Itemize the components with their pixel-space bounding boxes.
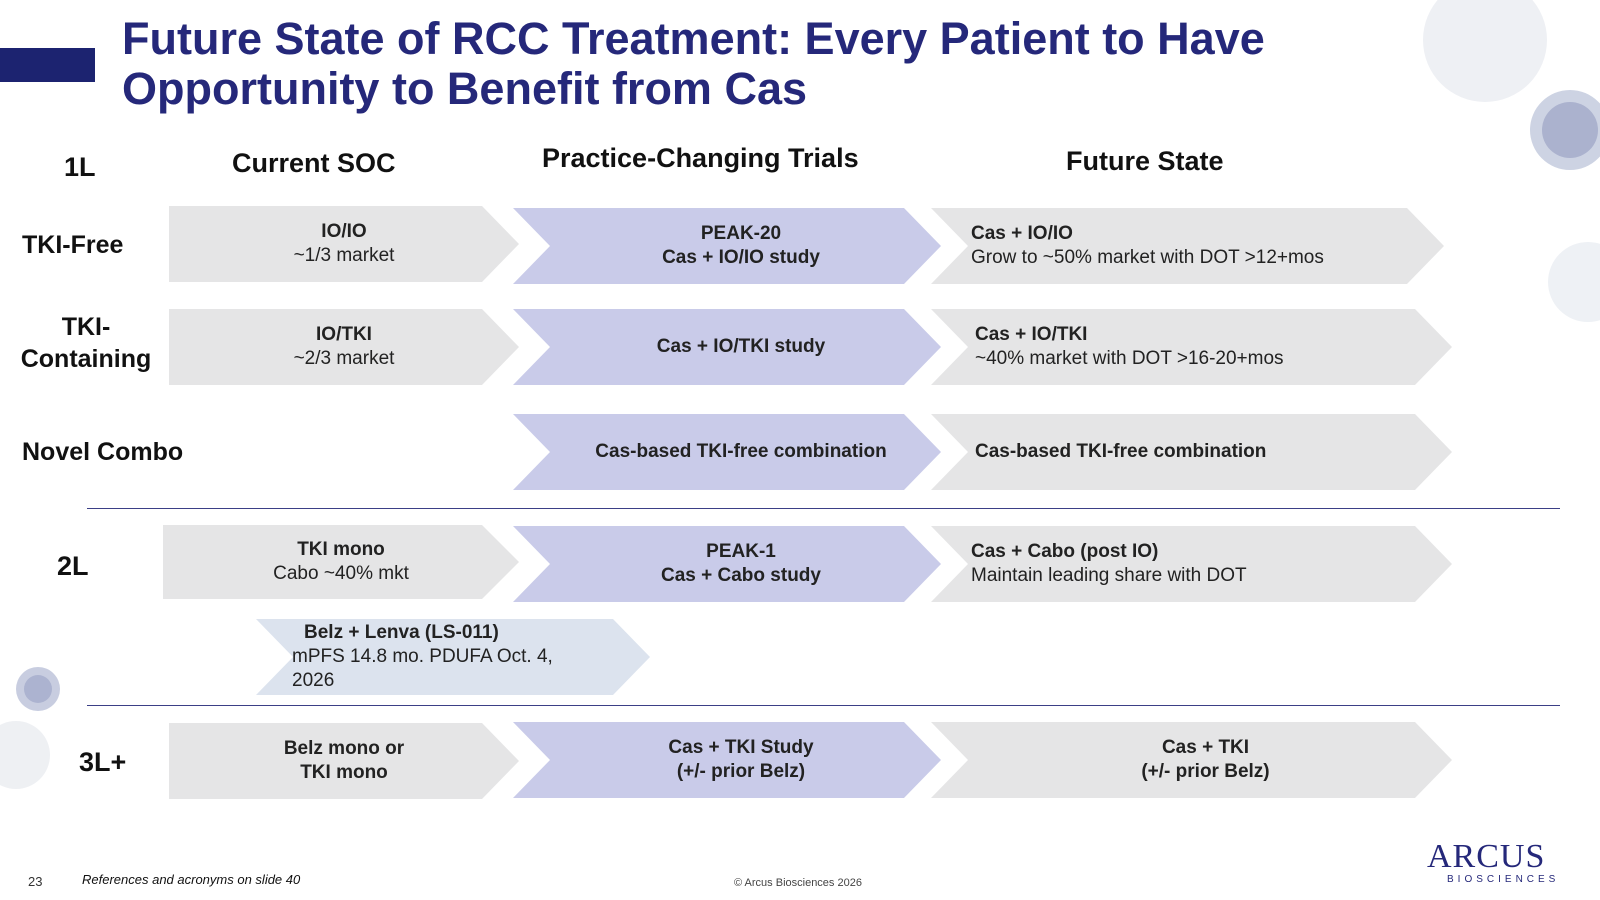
title-accent-bar <box>0 48 95 82</box>
row-label-3l-plus: 3L+ <box>79 747 127 777</box>
2l-trial-subtitle: Cas + Cabo study <box>661 565 821 586</box>
divider-1l-2l <box>87 508 1560 509</box>
novel-combo-trial-label: Cas-based TKI-free combination <box>595 441 887 462</box>
divider-2l-3l <box>87 705 1560 706</box>
3l-soc-line2: TKI mono <box>300 762 388 783</box>
row-label-novel-combo: Novel Combo <box>22 438 184 466</box>
3l-current-soc-arrow: Belz mono or TKI mono <box>169 723 519 799</box>
2l-belz-lenva-arrow: Belz + Lenva (LS-011) mPFS 14.8 mo. PDUF… <box>256 619 650 695</box>
3l-trial-line1: Cas + TKI Study <box>668 737 814 758</box>
novel-combo-trial-arrow: Cas-based TKI-free combination <box>513 414 941 490</box>
2l-future-arrow: Cas + Cabo (post IO) Maintain leading sh… <box>931 526 1452 602</box>
3l-trial-line2: (+/- prior Belz) <box>676 761 806 782</box>
tki-free-trial-arrow: PEAK-20 Cas + IO/IO study <box>513 208 941 284</box>
row-label-tki-containing: TKI- Containing <box>16 311 156 375</box>
tki-free-soc-subtitle: ~1/3 market <box>293 245 395 266</box>
page-title: Future State of RCC Treatment: Every Pat… <box>122 13 1265 114</box>
tki-free-trial-subtitle: Cas + IO/IO study <box>662 247 820 268</box>
belz-lenva-line1: mPFS 14.8 mo. PDUFA Oct. 4, <box>292 646 553 667</box>
tki-containing-current-soc-arrow: IO/TKI ~2/3 market <box>169 309 519 385</box>
logo-subtext: BIOSCIENCES <box>1447 874 1560 885</box>
page-number: 23 <box>28 874 43 889</box>
copyright: © Arcus Biosciences 2026 <box>734 877 862 889</box>
cell-decoration-top-right <box>1423 0 1600 322</box>
tki-free-future-arrow: Cas + IO/IO Grow to ~50% market with DOT… <box>931 208 1444 284</box>
arcus-logo: ARCUS BIOSCIENCES <box>1427 840 1577 892</box>
3l-trial-arrow: Cas + TKI Study (+/- prior Belz) <box>513 722 941 798</box>
2l-trial-arrow: PEAK-1 Cas + Cabo study <box>513 526 941 602</box>
tki-containing-future-title: Cas + IO/TKI <box>975 324 1088 345</box>
2l-trial-title: PEAK-1 <box>706 541 776 562</box>
row-label-tki-containing-line2: Containing <box>20 345 152 373</box>
row-label-tki-containing-line1: TKI- <box>61 313 111 341</box>
tki-free-future-subtitle: Grow to ~50% market with DOT >12+mos <box>971 247 1324 268</box>
belz-lenva-title: Belz + Lenva (LS-011) <box>304 622 499 643</box>
novel-combo-future-arrow: Cas-based TKI-free combination <box>931 414 1452 490</box>
2l-soc-subtitle: Cabo ~40% mkt <box>273 563 409 584</box>
cell-decoration-left <box>0 667 60 789</box>
2l-current-soc-arrow: TKI mono Cabo ~40% mkt <box>163 525 519 599</box>
3l-future-line2: (+/- prior Belz) <box>1141 761 1270 782</box>
header-future-state: Future State <box>1066 146 1224 176</box>
3l-future-line1: Cas + TKI <box>1161 737 1250 758</box>
tki-containing-soc-title: IO/TKI <box>316 324 372 345</box>
2l-future-subtitle: Maintain leading share with DOT <box>971 565 1247 586</box>
3l-soc-line1: Belz mono or <box>283 738 405 759</box>
tki-containing-future-arrow: Cas + IO/TKI ~40% market with DOT >16-20… <box>931 309 1452 385</box>
tki-containing-future-subtitle: ~40% market with DOT >16-20+mos <box>975 348 1284 369</box>
tki-free-trial-title: PEAK-20 <box>700 223 782 244</box>
tki-containing-soc-subtitle: ~2/3 market <box>293 348 395 369</box>
tki-free-future-title: Cas + IO/IO <box>971 223 1073 244</box>
logo-wordmark: ARCUS <box>1427 838 1546 875</box>
2l-future-title: Cas + Cabo (post IO) <box>971 541 1159 562</box>
row-label-2l: 2L <box>57 551 89 581</box>
tki-containing-trial-arrow: Cas + IO/TKI study <box>513 309 941 385</box>
tki-containing-trial-label: Cas + IO/TKI study <box>656 336 826 357</box>
3l-future-arrow: Cas + TKI (+/- prior Belz) <box>931 722 1452 798</box>
row-label-tki-free: TKI-Free <box>22 231 124 259</box>
novel-combo-future-label: Cas-based TKI-free combination <box>975 441 1267 462</box>
header-practice-changing-trials: Practice-Changing Trials <box>542 143 859 173</box>
header-current-soc: Current SOC <box>232 148 396 178</box>
references-note: References and acronyms on slide 40 <box>82 872 301 887</box>
belz-lenva-line2: 2026 <box>292 670 335 691</box>
2l-soc-title: TKI mono <box>297 539 385 560</box>
line-of-therapy-1l: 1L <box>64 152 96 182</box>
tki-free-soc-title: IO/IO <box>321 221 367 242</box>
tki-free-current-soc-arrow: IO/IO ~1/3 market <box>169 206 519 282</box>
